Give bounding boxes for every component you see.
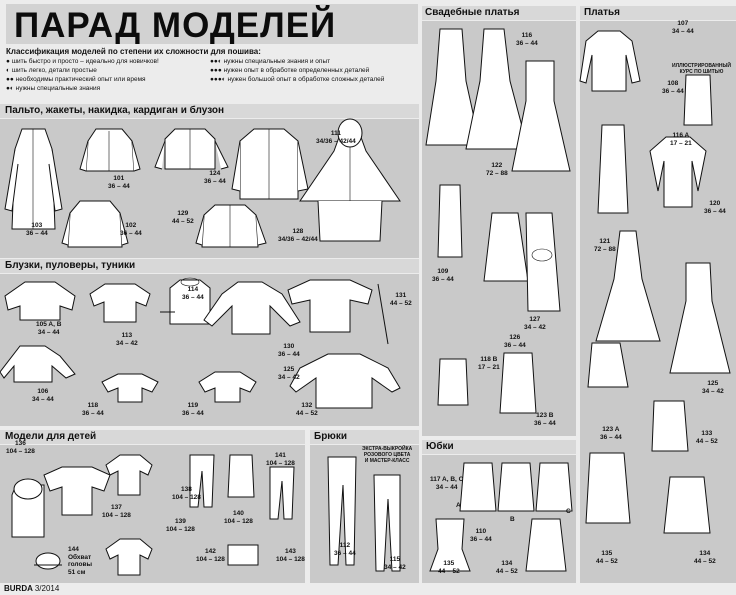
- coats-illustrations: [4, 118, 401, 248]
- legend-item: ●● необходимы практический опыт или врем…: [6, 76, 146, 83]
- section-bar-dresses: [580, 6, 736, 20]
- kids-panel: [0, 445, 305, 583]
- dresses-panel: [579, 21, 736, 583]
- legend-item: ● шить быстро и просто – идеально для но…: [6, 58, 159, 65]
- page-title-banner: ПАРАД МОДЕЛЕЙ: [6, 4, 418, 45]
- wedding-illustrations: [425, 28, 571, 414]
- section-bar-wedding: [422, 6, 576, 20]
- skirts-illustrations: [429, 462, 573, 572]
- coats-panel: [0, 118, 419, 258]
- legend-item: ●◐ нужны специальные знания: [6, 85, 101, 92]
- footer: BURDA 3/2014: [4, 584, 59, 593]
- blouses-panel: [0, 274, 419, 426]
- legend-column-left: ● шить быстро и просто – идеально для но…: [6, 57, 159, 93]
- legend-column-right: ●●◐ нужны специальные знания и опыт ●●● …: [210, 57, 384, 84]
- section-heading-coats: Пальто, жакеты, накидка, кардиган и блуз…: [5, 105, 225, 116]
- dresses-illustrations: [579, 30, 731, 534]
- skirt-variant-c: C: [566, 508, 571, 515]
- section-heading-blouses: Блузки, пуловеры, туники: [5, 260, 136, 271]
- section-bar-coats: [0, 104, 419, 118]
- section-bar-trousers: [310, 430, 419, 444]
- legend-item: ●●● нужен опыт в обработке определенных …: [210, 67, 370, 74]
- section-bar-kids: [0, 430, 305, 444]
- section-heading-kids: Модели для детей: [5, 431, 97, 442]
- wedding-panel: [422, 21, 576, 436]
- trousers-panel: [310, 445, 419, 583]
- kids-illustrations: [11, 454, 295, 576]
- footer-brand: BURDA: [4, 584, 33, 593]
- trousers-illustrations: [327, 456, 401, 572]
- skirt-variant-b: B: [510, 516, 515, 523]
- section-bar-skirts: [422, 440, 576, 454]
- legend-item: ◐ шить легко, детали простые: [6, 67, 97, 74]
- section-heading-skirts: Юбки: [426, 441, 454, 452]
- section-heading-wedding: Свадебные платья: [425, 7, 520, 18]
- section-heading-trousers: Брюки: [314, 431, 347, 442]
- section-bar-blouses: [0, 259, 419, 273]
- page-title: ПАРАД МОДЕЛЕЙ: [14, 6, 337, 45]
- skirts-panel: [422, 455, 576, 583]
- section-heading-dresses: Платья: [584, 7, 620, 18]
- legend-item: ●●◐ нужны специальные знания и опыт: [210, 58, 331, 65]
- legend-item: ●●●◐ нужен большой опыт в обработке слож…: [210, 76, 385, 83]
- footer-issue: 3/2014: [34, 584, 60, 593]
- skirt-variant-a: A: [456, 502, 461, 509]
- blouses-illustrations: [0, 277, 401, 409]
- legend-heading: Классификация моделей по степени их слож…: [6, 47, 261, 56]
